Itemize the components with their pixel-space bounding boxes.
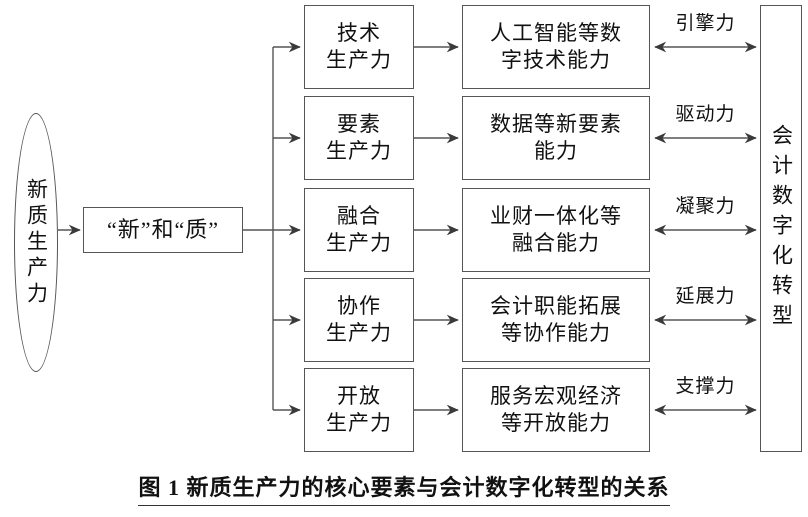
productivity-node-line1: 协作 xyxy=(337,294,381,319)
productivity-node-line2: 生产力 xyxy=(326,48,392,72)
productivity-node-openness[interactable]: 开放 生产力 xyxy=(304,368,414,452)
capability-node-line1: 会计职能拓展 xyxy=(490,294,622,319)
capability-node-line1: 数据等新要素 xyxy=(490,112,622,137)
concept-node[interactable]: “新”和“质” xyxy=(83,207,243,253)
productivity-node-line1: 技术 xyxy=(337,21,381,46)
capability-node-macro-economy-service[interactable]: 服务宏观经济 等开放能力 xyxy=(462,368,650,452)
source-node-label: 新质生产力 xyxy=(24,177,49,308)
capability-node-data-factor[interactable]: 数据等新要素 能力 xyxy=(462,96,650,180)
productivity-node-line2: 生产力 xyxy=(326,139,392,163)
figure-caption: 图 1 新质生产力的核心要素与会计数字化转型的关系 xyxy=(0,470,808,506)
capability-node-line1: 人工智能等数 xyxy=(490,21,622,46)
relation-label-cohesion: 凝聚力 xyxy=(675,196,736,217)
productivity-node-line2: 生产力 xyxy=(326,321,392,345)
relation-label-extension: 延展力 xyxy=(675,286,736,307)
target-node-label: 会计数字化转型 xyxy=(769,123,794,334)
productivity-node-collaboration[interactable]: 协作 生产力 xyxy=(304,278,414,362)
capability-node-line1: 业财一体化等 xyxy=(490,204,622,229)
productivity-node-technology[interactable]: 技术 生产力 xyxy=(304,5,414,89)
capability-node-line2: 字技术能力 xyxy=(501,48,611,72)
relation-label-engine: 引擎力 xyxy=(675,13,736,34)
productivity-node-line1: 要素 xyxy=(337,112,381,137)
capability-node-line1: 服务宏观经济 xyxy=(490,384,622,409)
concept-node-label: “新”和“质” xyxy=(106,216,220,242)
relation-label-support: 支撑力 xyxy=(675,376,736,397)
figure-caption-text: 图 1 新质生产力的核心要素与会计数字化转型的关系 xyxy=(138,470,670,506)
target-node-accounting-digital-transformation[interactable]: 会计数字化转型 xyxy=(760,5,802,452)
capability-node-line2: 能力 xyxy=(534,139,578,163)
relation-label-drive: 驱动力 xyxy=(675,104,736,125)
capability-node-digital-technology[interactable]: 人工智能等数 字技术能力 xyxy=(462,5,650,89)
productivity-node-line2: 生产力 xyxy=(326,411,392,435)
capability-node-line2: 等协作能力 xyxy=(501,321,611,345)
capability-node-line2: 等开放能力 xyxy=(501,411,611,435)
productivity-node-line1: 融合 xyxy=(337,204,381,229)
capability-node-accounting-function-expansion[interactable]: 会计职能拓展 等协作能力 xyxy=(462,278,650,362)
productivity-node-line2: 生产力 xyxy=(326,231,392,255)
source-node-ellipse[interactable]: 新质生产力 xyxy=(14,113,58,372)
productivity-node-factor[interactable]: 要素 生产力 xyxy=(304,96,414,180)
capability-node-business-finance-integration[interactable]: 业财一体化等 融合能力 xyxy=(462,188,650,272)
capability-node-line2: 融合能力 xyxy=(512,231,600,255)
connector-layer xyxy=(58,41,757,416)
productivity-node-line1: 开放 xyxy=(337,384,381,409)
productivity-node-integration[interactable]: 融合 生产力 xyxy=(304,188,414,272)
